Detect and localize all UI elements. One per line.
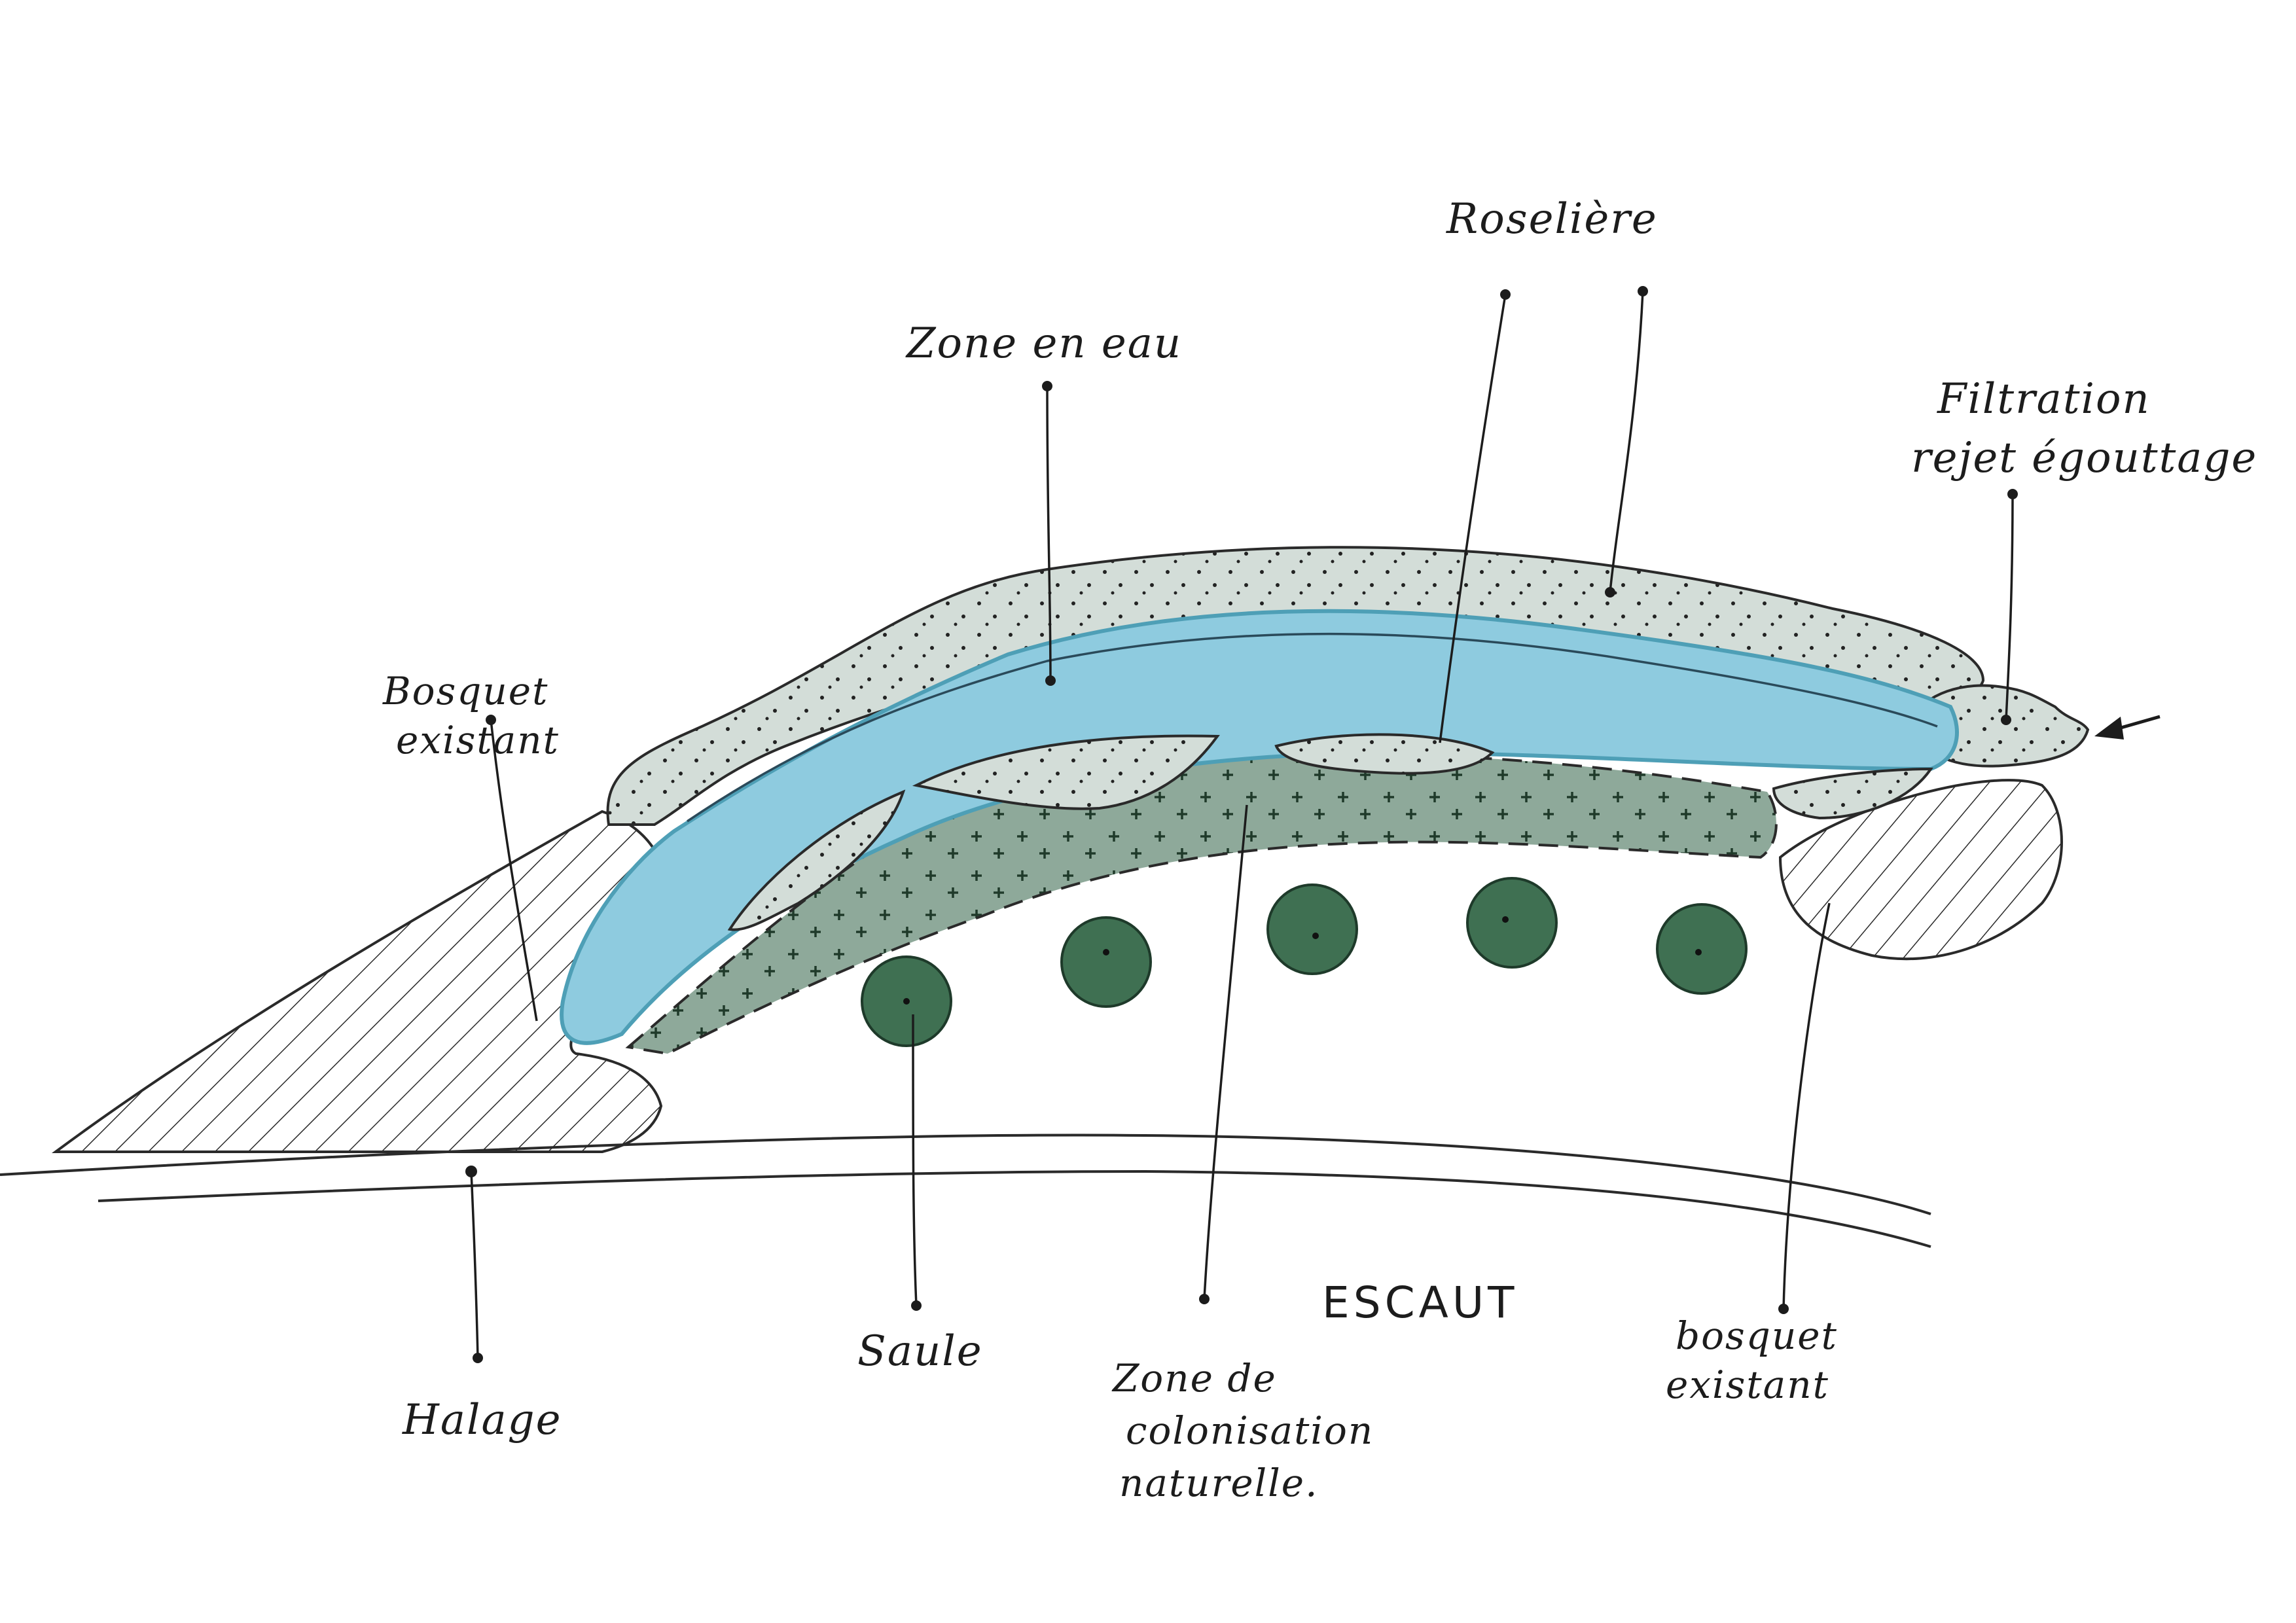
label-zone-colonisation-line3: naturelle. xyxy=(1119,1459,1319,1507)
label-bosquet-right-line1: bosquet xyxy=(1676,1312,1838,1360)
tree-circle-icon xyxy=(1268,885,1357,974)
label-escaut: ESCAUT xyxy=(1322,1276,1518,1330)
label-bosquet-right-line2: existant xyxy=(1666,1361,1829,1409)
label-filtration-line2: rejet égouttage xyxy=(1911,432,2257,484)
tree-circle-icon xyxy=(1657,904,1746,993)
label-filtration-line1: Filtration xyxy=(1937,373,2151,425)
tree-circle-icon xyxy=(862,957,951,1046)
label-bosquet-left-line2: existant xyxy=(396,717,560,764)
label-halage: Halage xyxy=(403,1394,562,1446)
label-zone-en-eau: Zone en eau xyxy=(906,317,1182,370)
arrow-left-icon xyxy=(2094,717,2160,740)
label-zone-colonisation-line2: colonisation xyxy=(1126,1407,1374,1455)
label-zone-colonisation-line1: Zone de xyxy=(1113,1355,1277,1402)
label-saule: Saule xyxy=(857,1325,983,1378)
label-bosquet-left-line1: Bosquet xyxy=(383,668,548,715)
tree-circle-icon xyxy=(1467,878,1556,967)
tree-circle-icon xyxy=(1062,918,1151,1007)
label-roseliere: Roselière xyxy=(1446,193,1658,245)
